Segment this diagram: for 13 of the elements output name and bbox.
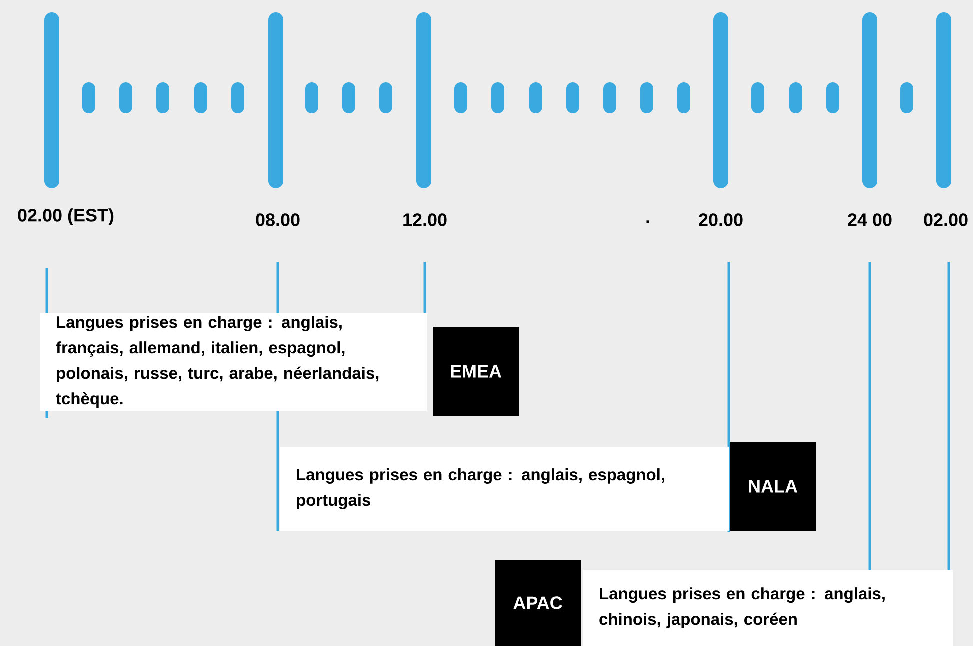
region-box: NALA <box>730 442 816 531</box>
time-label: 20.00 <box>699 214 743 226</box>
time-label: 24 00 <box>848 214 892 226</box>
region-box: APAC <box>495 560 581 646</box>
language-box: Langues prises en charge : anglais, chinois, japonais, coréen <box>583 570 954 646</box>
time-label: 08.00 <box>256 214 300 226</box>
time-label: 12.00 <box>404 214 447 226</box>
time-label: . <box>646 220 650 224</box>
time-label: 02.00 <box>924 214 968 226</box>
region-box: EMEA <box>433 327 519 416</box>
time-label: 02.00 (EST) <box>18 208 114 226</box>
language-box: Langues prises en charge : anglais, français, allemand, italien, espagnol, polonais, russe, turc, arabe, néerlandais, tchèque. <box>40 313 427 411</box>
language-box: Langues prises en charge : anglais, espagnol, portugais <box>280 447 729 531</box>
